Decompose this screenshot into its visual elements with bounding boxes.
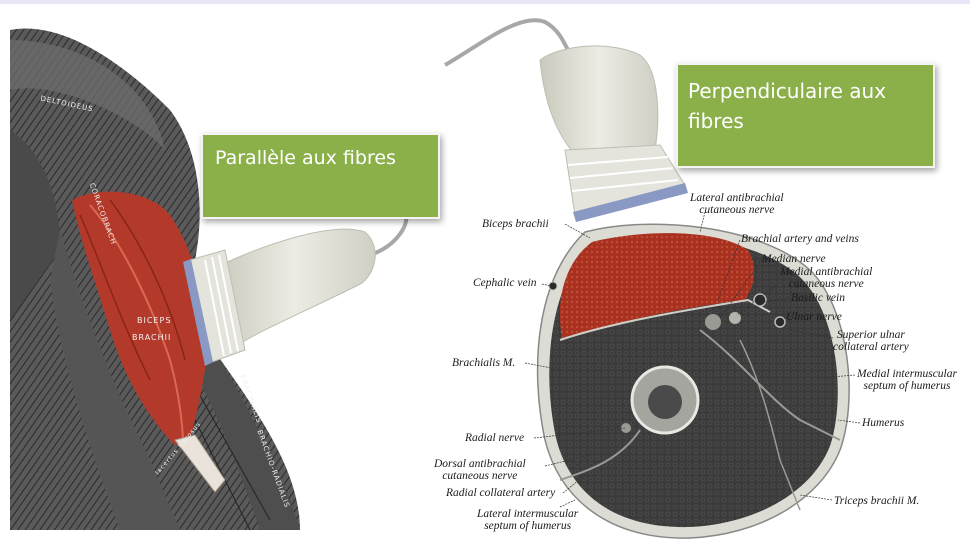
label-biceps-brachii: Biceps brachii xyxy=(482,218,549,230)
label-humerus: Humerus xyxy=(862,417,904,429)
label-lateral-antibrachial: Lateral antibrachial cutaneous nerve xyxy=(690,192,784,216)
biceps-label-2: BRACHII xyxy=(132,333,171,342)
label-dorsal-antibrachial: Dorsal antibrachial cutaneous nerve xyxy=(434,458,526,482)
biceps-label-1: BICEPS xyxy=(137,316,171,325)
label-basilic-vein: Basilic vein xyxy=(791,292,845,304)
label-triceps: Triceps brachii M. xyxy=(834,495,919,507)
label-radial-collateral: Radial collateral artery xyxy=(446,487,555,499)
label-medial-antibrachial: Medial antibrachial cutaneous nerve xyxy=(780,266,872,290)
parallel-callout: Parallèle aux fibres xyxy=(201,133,440,219)
label-medial-intermuscular: Medial intermuscular septum of humerus xyxy=(857,368,957,392)
perpendicular-callout: Perpendiculaire aux fibres xyxy=(676,63,935,168)
label-lateral-intermuscular: Lateral intermuscular septum of humerus xyxy=(477,508,578,532)
right-probe xyxy=(445,20,688,222)
label-cephalic-vein: Cephalic vein xyxy=(473,277,537,289)
label-median-nerve: Median nerve xyxy=(762,253,826,265)
label-brachialis-m: Brachialis M. xyxy=(452,357,515,369)
label-superior-ulnar: Superior ulnar collateral artery xyxy=(833,329,909,353)
left-probe xyxy=(183,215,406,366)
label-radial-nerve: Radial nerve xyxy=(465,432,524,444)
label-ulnar-nerve: Ulnar nerve xyxy=(786,311,842,323)
label-brachial-artery: Brachial artery and veins xyxy=(741,233,859,245)
